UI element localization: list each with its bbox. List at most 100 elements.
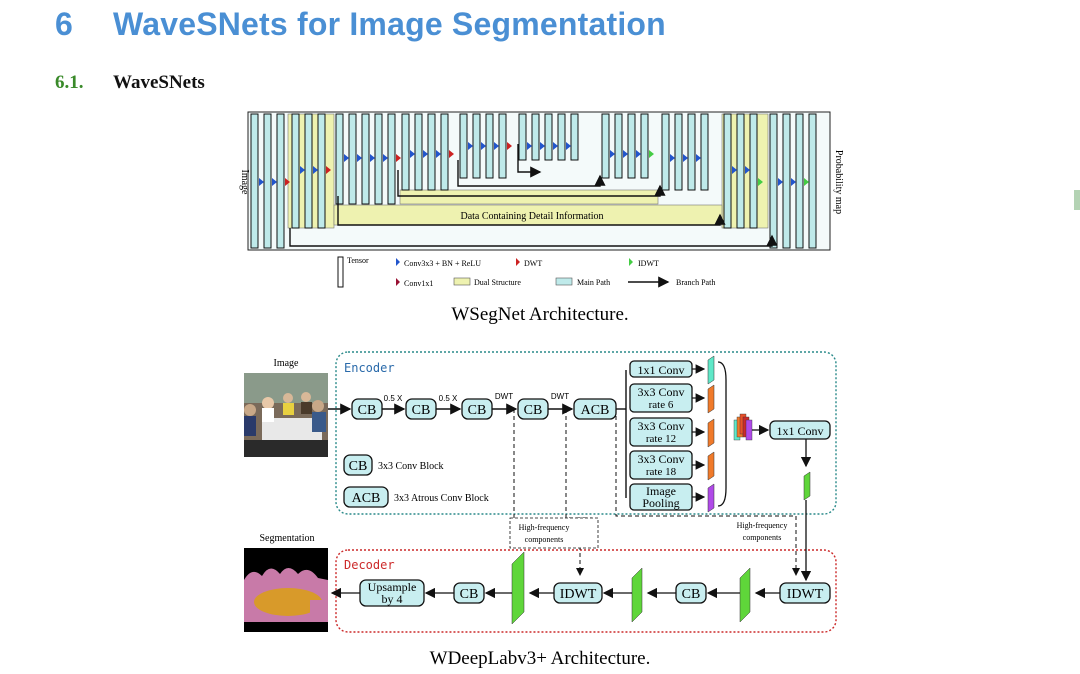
input-image-label: Image	[274, 358, 300, 369]
cb-block: CB	[351, 398, 383, 420]
cb-label: CB	[682, 587, 701, 602]
tensor-column	[601, 113, 610, 179]
green-tensor	[631, 567, 643, 623]
operation-arrow-icon	[758, 178, 763, 186]
aspp-branch: 3x3 Conv rate 18	[629, 450, 715, 481]
tensor-column	[427, 113, 436, 191]
tensor-column	[723, 113, 732, 229]
dwt-arrow-icon	[516, 258, 520, 266]
concat-stack	[733, 413, 753, 441]
tensor-columns	[250, 113, 817, 249]
legend-dwt: DWT	[524, 259, 542, 268]
wsegnet-output-label: Probability map	[833, 150, 844, 214]
legend-dual-swatch	[453, 277, 471, 286]
aspp-line2: rate 18	[646, 466, 677, 478]
operation-arrow-icon	[326, 166, 331, 174]
aspp-concat-bracket	[717, 361, 727, 507]
legend-acb-symbol: ACB	[352, 491, 381, 506]
cb-label: CB	[358, 403, 377, 418]
operation-arrow-icon	[636, 150, 641, 158]
wsegnet-caption: WSegNet Architecture.	[451, 304, 628, 325]
cb-label: CB	[468, 403, 487, 418]
subsection-number: 6.1.	[55, 72, 84, 93]
upsample-line1: Upsample	[368, 580, 417, 594]
legend-main-swatch	[555, 277, 573, 286]
aspp-line1: 3x3 Conv	[637, 385, 684, 399]
conv1x1-label: 1x1 Conv	[776, 424, 823, 438]
segmentation-map	[244, 548, 328, 632]
operation-arrow-icon	[745, 166, 750, 174]
aspp-branch: 3x3 Conv rate 12	[629, 417, 715, 448]
operation-arrow-icon	[670, 154, 675, 162]
aspp-branch: 3x3 Conv rate 6	[629, 383, 715, 414]
tensor-column	[749, 113, 758, 229]
legend-cb-text: 3x3 Conv Block	[378, 461, 444, 472]
operation-arrow-icon	[791, 178, 796, 186]
encoder-label: Encoder	[344, 361, 395, 375]
hf-label: components	[525, 535, 564, 544]
legend-branch: Branch Path	[676, 278, 715, 287]
legend-dual: Dual Structure	[474, 278, 521, 287]
operation-arrow-icon	[540, 142, 545, 150]
aspp-branch: Image Pooling	[629, 483, 715, 513]
wsegnet-input-label: Image	[239, 170, 250, 196]
hf-label: High-frequency	[737, 521, 788, 530]
legend-conv: Conv3x3 + BN + ReLU	[404, 259, 481, 268]
aspp-line1: 1x1 Conv	[637, 363, 684, 377]
aspp-line2: rate 6	[649, 399, 674, 411]
branch-path-arrow	[457, 160, 606, 187]
tensor-column	[263, 113, 272, 249]
tensor-column	[485, 113, 494, 179]
section-number: 6	[55, 6, 73, 42]
green-tensor	[739, 567, 751, 623]
acb-label: ACB	[581, 403, 610, 418]
operation-arrow-icon	[436, 150, 441, 158]
operation-arrow-icon	[344, 154, 349, 162]
upsample-block: Upsample by 4	[359, 579, 425, 607]
operation-arrow-icon	[610, 150, 615, 158]
decoder-label: Decoder	[344, 558, 395, 572]
subsection-heading: 6.1.WaveSNets	[55, 72, 205, 94]
tensor-column	[557, 113, 566, 161]
cb-label: CB	[524, 403, 543, 418]
tensor-column	[291, 113, 300, 229]
encoder-frame	[335, 351, 837, 515]
branch-path-arrow	[289, 228, 778, 247]
tensor-column	[687, 113, 696, 191]
cb-label: CB	[412, 403, 431, 418]
operation-arrow-icon	[507, 142, 512, 150]
legend-idwt: IDWT	[638, 259, 659, 268]
tensor-column	[387, 113, 396, 205]
tensor-column	[808, 113, 817, 249]
operation-arrow-icon	[300, 166, 305, 174]
section-title: WaveSNets for Image Segmentation	[113, 6, 666, 42]
legend-cb: CB 3x3 Conv Block	[343, 454, 444, 476]
operation-arrow-icon	[313, 166, 318, 174]
tensor-column	[544, 113, 553, 161]
tensor-column	[335, 113, 344, 205]
operation-arrow-icon	[423, 150, 428, 158]
cb-block: CB	[675, 582, 707, 604]
operation-arrow-icon	[732, 166, 737, 174]
tensor-column	[518, 113, 527, 161]
idwt-arrow-icon	[629, 258, 633, 266]
tensor-column	[661, 113, 670, 191]
hf-path	[615, 409, 800, 576]
hf-box	[509, 517, 599, 549]
decoder-frame	[335, 549, 837, 633]
operation-arrow-icon	[778, 178, 783, 186]
upsample-line2: by 4	[382, 592, 403, 606]
branch-path-arrow	[517, 144, 542, 178]
tensor-column	[440, 113, 449, 191]
tensor-column	[361, 113, 370, 205]
aspp-line2: rate 12	[646, 433, 676, 445]
operation-arrow-icon	[553, 142, 558, 150]
section-heading: 6 WaveSNets for Image Segmentation	[55, 6, 666, 43]
dual-structure-band	[399, 189, 659, 205]
legend-acb: ACB 3x3 Atrous Conv Block	[343, 486, 489, 508]
aspp-line1: 3x3 Conv	[637, 419, 684, 433]
operation-arrow-icon	[804, 178, 809, 186]
operation-arrow-icon	[623, 150, 628, 158]
operation-arrow-icon	[649, 150, 654, 158]
